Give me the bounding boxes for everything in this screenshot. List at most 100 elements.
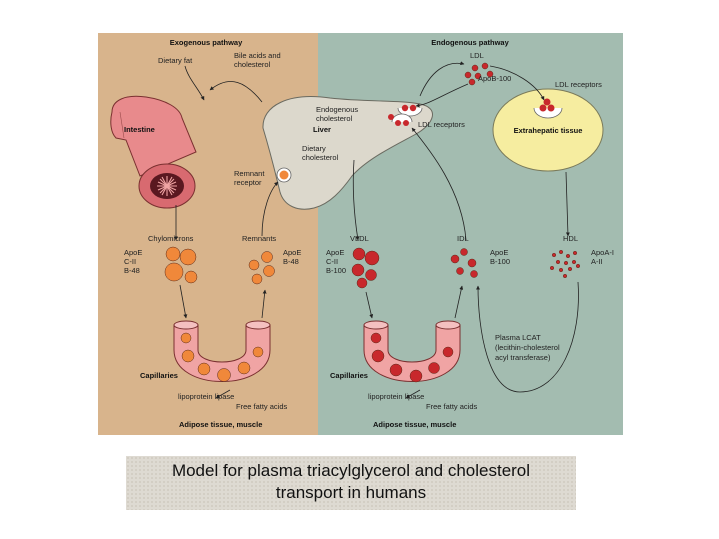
capillary-right-opening	[435, 320, 461, 330]
ldl-particle	[401, 104, 409, 112]
capillary-chylomicron	[217, 368, 231, 382]
ldl-particle	[388, 114, 394, 120]
hdl-particle	[558, 249, 564, 255]
chylomicron-apo-label: B-48	[124, 266, 140, 275]
remnant-particle	[251, 273, 263, 285]
dietary-cholesterol-label: cholesterol	[302, 153, 339, 162]
remnant-particle	[263, 265, 275, 277]
capillary-chylomicron	[180, 332, 192, 344]
ldl-particle	[471, 64, 479, 72]
ldl-particle	[486, 70, 494, 78]
ldl-particle	[395, 120, 401, 126]
intestine-fold	[119, 111, 125, 139]
remnant-particle	[279, 170, 289, 180]
liver-label: Liver	[313, 125, 331, 134]
bile-acids-arrow	[209, 81, 263, 103]
vldl-apo-label: C-II	[326, 257, 338, 266]
hdl-apo-label: A-II	[591, 257, 603, 266]
chylomicron-apo-label: ApoE	[124, 248, 142, 257]
extrahepatic-tissue-label: Extrahepatic tissue	[514, 126, 583, 135]
ldl-to-tissue-arrow	[489, 65, 545, 101]
chylomicron-particle	[184, 270, 198, 284]
idl-apo-label: B-100	[490, 257, 510, 266]
remnant-apo-label: B-48	[283, 257, 299, 266]
capillaries-left-label: Capillaries	[140, 371, 178, 380]
vldl-particle	[351, 263, 365, 277]
adipose-left-label: Adipose tissue, muscle	[179, 420, 262, 429]
chylomicron-to-capillary-arrow	[179, 284, 188, 319]
capillary-left-opening	[245, 320, 271, 330]
ldl-particle	[403, 120, 409, 126]
vldl-particle	[364, 250, 380, 266]
lipoprotein-lipase-right-label: lipoprotein lipase	[368, 392, 424, 401]
extrahepatic-tissue	[492, 88, 604, 172]
ldl-receptors-tissue-label: LDL receptors	[555, 80, 602, 89]
idl-particle	[456, 267, 464, 275]
hdl-particle	[555, 259, 561, 265]
figure-caption: Model for plasma triacylglycerol and cho…	[126, 456, 576, 510]
vldl-label: VLDL	[350, 234, 369, 243]
liver-to-vldl-arrow	[352, 159, 360, 241]
intestine-label: Intestine	[124, 125, 155, 134]
idl-particle	[450, 254, 460, 264]
hdl-lcat-to-idl-arrow	[476, 281, 579, 393]
capillary-vldl	[389, 363, 403, 377]
idl-apo-label: ApoE	[490, 248, 508, 257]
lipase-right-pointer	[405, 389, 421, 399]
vldl-particle	[352, 247, 366, 261]
ldl-particle	[474, 72, 482, 80]
capillary-chylomicron	[181, 349, 195, 363]
hdl-particle	[567, 266, 573, 272]
caption-line-1: Model for plasma triacylglycerol and cho…	[171, 461, 531, 480]
adipose-right-label: Adipose tissue, muscle	[373, 420, 456, 429]
capillary-vldl	[442, 346, 454, 358]
ldl-receptors-liver-label: LDL receptors	[418, 120, 465, 129]
hdl-particle	[572, 250, 578, 256]
capillary-right-opening	[363, 320, 389, 330]
vldl-to-capillary-arrow	[365, 291, 374, 319]
ldl-particle	[464, 71, 472, 79]
hdl-particle	[565, 253, 571, 259]
endogenous-pathway-title: Endogenous pathway	[431, 38, 509, 47]
capillary-chylomicron	[252, 346, 264, 358]
free-fatty-acids-right-label: Free fatty acids	[426, 402, 478, 411]
intestine-organ	[110, 95, 197, 177]
capillaries-right-label: Capillaries	[330, 371, 368, 380]
idl-label: IDL	[457, 234, 469, 243]
chylomicrons-label: Chylomicrons	[148, 234, 194, 243]
villi-lines	[157, 176, 177, 196]
bile-acids-label: Bile acids and	[234, 51, 281, 60]
hdl-particle	[549, 265, 555, 271]
hdl-particle	[571, 259, 577, 265]
remnant-receptor-label: Remnant	[234, 169, 265, 178]
lcat-label: (lecithin-cholesterol	[495, 343, 560, 352]
ldl-to-liver-arrow	[415, 83, 469, 108]
capillary-vldl	[409, 369, 423, 383]
capillary-vldl	[428, 362, 440, 374]
free-fatty-acids-left-label: Free fatty acids	[236, 402, 288, 411]
idl-particle	[460, 248, 468, 256]
hdl-particle	[562, 273, 568, 279]
vldl-apo-label: ApoE	[326, 248, 344, 257]
lipoprotein-lipase-left-label: lipoprotein lipase	[178, 392, 234, 401]
apob100-ldl-label: ApoB-100	[478, 74, 511, 83]
capillary-chylomicron	[197, 362, 211, 376]
endogenous-cholesterol-label: cholesterol	[316, 114, 353, 123]
dietary-fat-label: Dietary fat	[158, 56, 193, 65]
remnant-particle	[261, 251, 273, 263]
ldl-particle	[468, 78, 476, 86]
chylomicron-particle	[179, 248, 197, 266]
liver-to-ldl-arrow	[419, 61, 465, 97]
lcat-label: Plasma LCAT	[495, 333, 541, 342]
idl-particle	[467, 258, 477, 268]
arrows-layer	[174, 61, 579, 399]
hdl-label: HDL	[563, 234, 578, 243]
exogenous-pathway-title: Exogenous pathway	[170, 38, 243, 47]
vldl-particle	[365, 269, 377, 281]
ldl-particle	[547, 104, 555, 112]
remnant-apo-label: ApoE	[283, 248, 301, 257]
lcat-label: acyl transferase)	[495, 353, 551, 362]
capillary-vldl	[370, 332, 382, 344]
liver-organ	[262, 96, 433, 210]
